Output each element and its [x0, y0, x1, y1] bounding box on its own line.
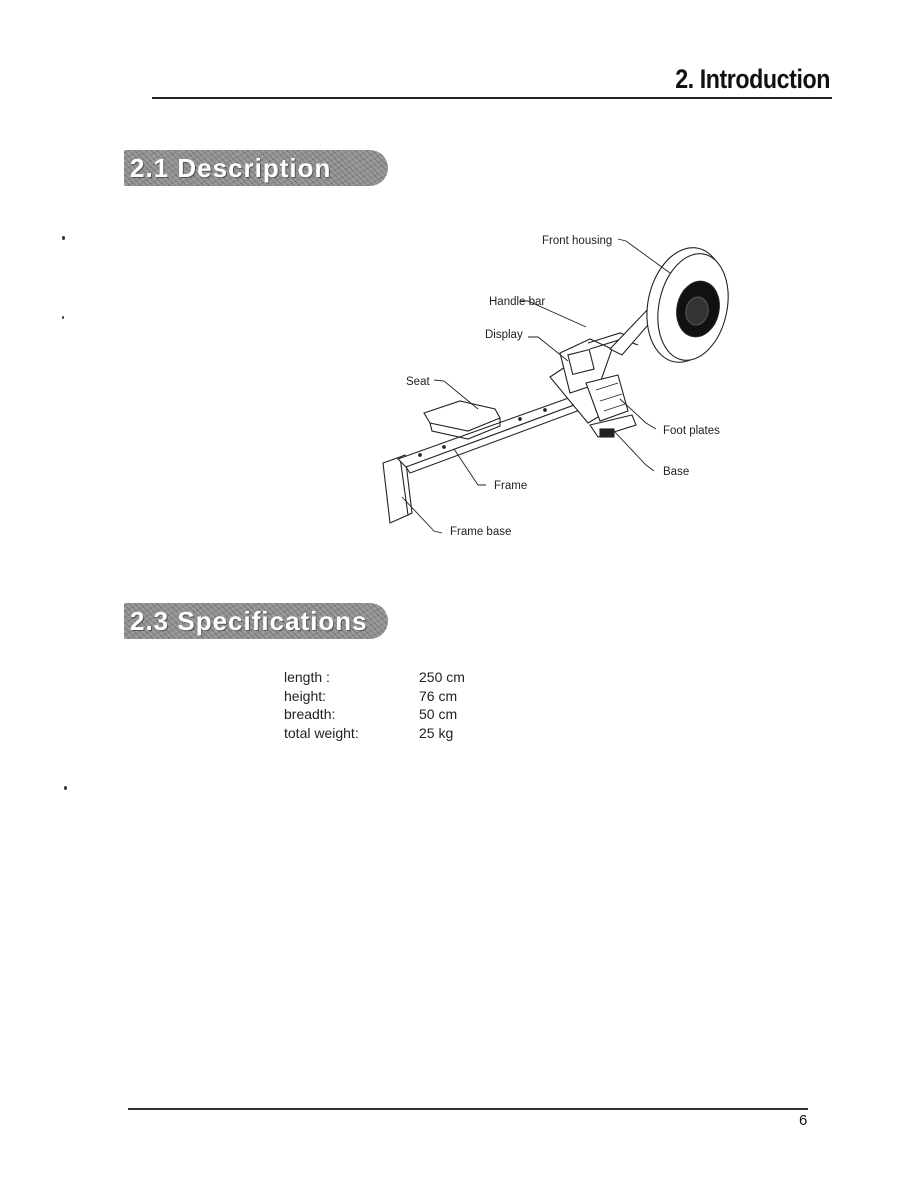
spec-row: breadth: 50 cm: [284, 705, 519, 724]
callout-leaders: [401, 238, 671, 534]
label-base: Base: [663, 466, 689, 478]
spec-label: total weight:: [284, 724, 359, 741]
section-banner-specifications: 2.3 Specifications: [124, 603, 388, 639]
spec-row: length : 250 cm: [284, 668, 519, 687]
label-handle-bar: Handle bar: [489, 296, 545, 308]
chapter-title: 2. Introduction: [675, 64, 830, 94]
spec-row: height: 76 cm: [284, 687, 519, 706]
spec-label: height:: [284, 687, 327, 704]
label-frame-base: Frame base: [450, 526, 511, 538]
spec-value: 25 kg: [419, 724, 454, 741]
footer-rule: [128, 1108, 808, 1110]
spec-value: 50 cm: [419, 706, 458, 722]
scan-speck: [62, 316, 64, 319]
spec-label: breadth:: [284, 706, 336, 722]
label-frame: Frame: [494, 480, 527, 492]
section-banner-description: 2.1 Description: [124, 150, 388, 186]
scan-speck: [62, 236, 65, 240]
specifications-list: length : 250 cm height: 76 cm breadth: 5…: [284, 668, 519, 742]
label-foot-plates: Foot plates: [663, 425, 720, 437]
spec-label: length :: [284, 669, 330, 685]
header-rule: [152, 97, 832, 99]
rowing-machine-illustration: [382, 247, 729, 524]
scan-speck: [64, 786, 67, 790]
label-seat: Seat: [406, 376, 430, 388]
label-display: Display: [485, 329, 523, 341]
spec-row: total weight: 25 kg: [284, 724, 519, 743]
spec-value: 250 cm: [419, 669, 465, 685]
spec-value: 76 cm: [419, 687, 458, 704]
rowing-machine-diagram: Front housing Handle bar Display Seat Fo…: [382, 235, 729, 538]
label-front-housing: Front housing: [542, 235, 612, 247]
page-number: 6: [799, 1112, 808, 1129]
